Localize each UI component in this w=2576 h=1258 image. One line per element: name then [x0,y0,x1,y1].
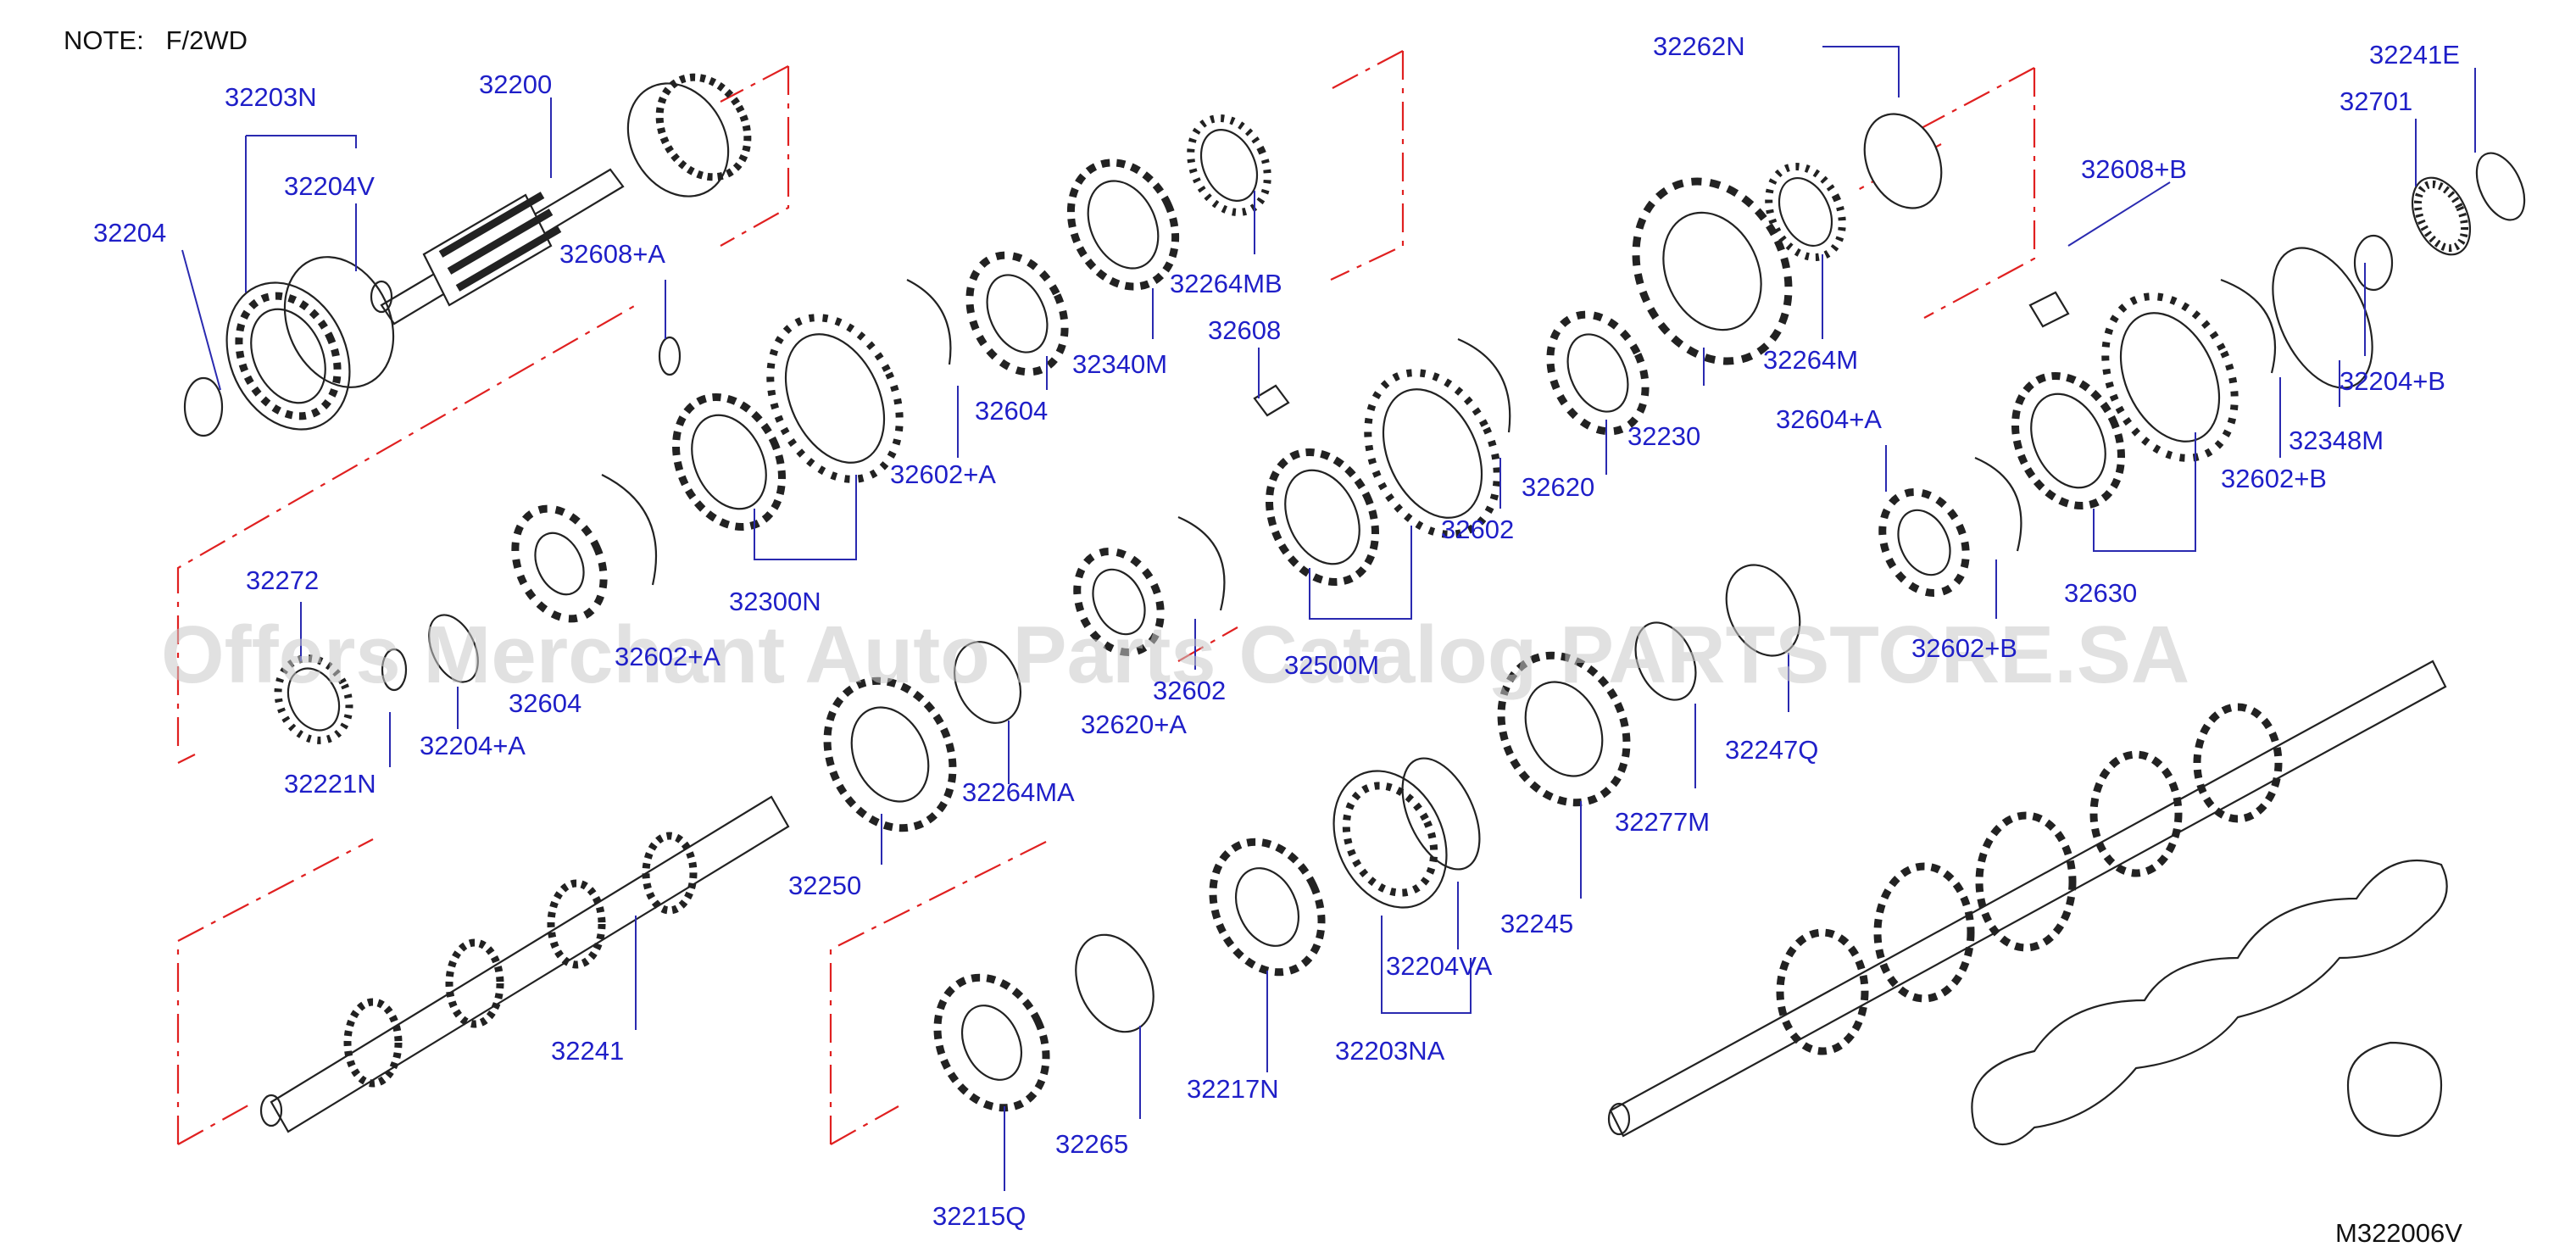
mainshaft-top [370,73,752,326]
callout-label[interactable]: 32277M [1615,807,1710,837]
callout-label[interactable]: 32272 [246,565,319,595]
callout-label[interactable]: 32264M [1763,345,1858,375]
callout-label[interactable]: 32241E [2369,40,2460,70]
note-text: NOTE: F/2WD [64,25,248,55]
callout-label[interactable]: 32602 [1153,676,1226,705]
gears-row-1-left [274,474,658,744]
callout-label[interactable]: 32602+B [2221,464,2327,493]
watermark-text: Offers Merchant Auto Parts Catalog PARTS… [161,610,2189,700]
callout-labels: 32203N 32200 32204V 32204 32608+A 32272 … [93,31,2460,1231]
callout-label[interactable]: 32604 [975,396,1048,426]
callout-label[interactable]: 32608+A [559,239,665,269]
callout-label[interactable]: 32245 [1500,909,1573,938]
callout-label[interactable]: 32230 [1627,421,1700,451]
callout-label[interactable]: 32608 [1208,315,1281,345]
countershaft-parts [823,564,1801,832]
gears-row-1 [658,114,1271,532]
diagram-code: M322006V [2335,1218,2462,1248]
callout-label[interactable]: 32250 [788,871,861,900]
callout-label[interactable]: 32203N [225,82,317,112]
callout-label[interactable]: 32200 [479,70,552,99]
callout-label[interactable]: 32204VA [1386,951,1493,981]
callout-label[interactable]: 32247Q [1725,735,1818,765]
callout-label[interactable]: 32221N [284,769,376,799]
callout-label[interactable]: 32262N [1653,31,1745,61]
callout-label[interactable]: 32204+A [420,731,526,760]
callout-label[interactable]: 32300N [729,587,821,616]
callout-label[interactable]: 32620 [1522,472,1594,502]
callout-leaders [181,46,2476,1191]
callout-label[interactable]: 32630 [2064,578,2137,608]
callout-label[interactable]: 32620+A [1081,710,1187,739]
callout-label[interactable]: 32602+A [615,642,721,671]
callout-label[interactable]: 32608+B [2081,154,2187,184]
gears-row-3 [1878,152,2526,597]
callout-label[interactable]: 32264MB [1170,269,1282,298]
reverse-gears [933,757,1481,1112]
callout-label[interactable]: 32348M [2289,426,2384,455]
gears-row-2 [1073,113,1943,656]
callout-label[interactable]: 32204+B [2340,366,2445,396]
callout-label[interactable]: 32204 [93,218,166,248]
callout-label[interactable]: 32701 [2340,86,2412,116]
callout-label[interactable]: 32602+A [890,459,996,489]
callout-label[interactable]: 32340M [1072,349,1167,379]
callout-label[interactable]: 32204V [284,171,375,201]
callout-label[interactable]: 32500M [1284,650,1379,680]
callout-label[interactable]: 32264MA [962,777,1075,807]
counter-gear-shaft [259,795,790,1133]
callout-label[interactable]: 32203NA [1335,1036,1445,1066]
callout-label[interactable]: 32215Q [932,1201,1026,1231]
callout-label[interactable]: 32604+A [1776,404,1882,434]
callout-label[interactable]: 32602 [1441,515,1514,544]
callout-label[interactable]: 32217N [1187,1074,1279,1104]
assembled-shaft-view [1607,660,2448,1146]
bearing-32203N [183,256,395,437]
callout-label[interactable]: 32265 [1055,1129,1128,1159]
callout-label[interactable]: 32602+B [1911,633,2017,663]
callout-label[interactable]: 32241 [551,1036,624,1066]
assembly-phantom-lines [176,50,2036,1145]
callout-label[interactable]: 32604 [509,688,581,718]
